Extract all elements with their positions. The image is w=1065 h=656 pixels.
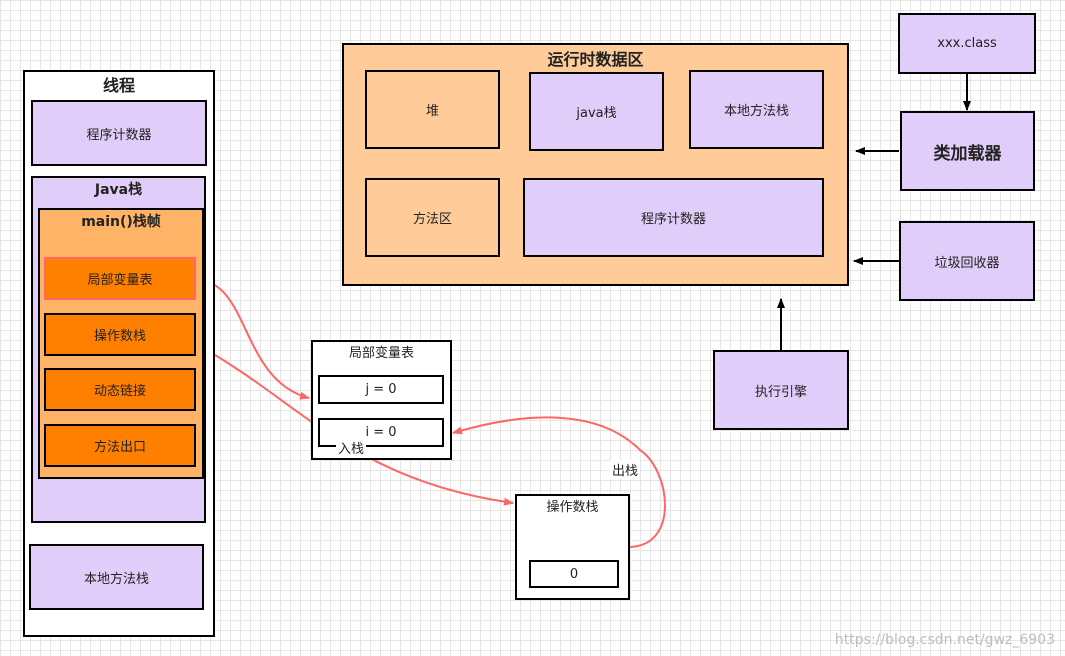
main-frame-title: main()栈帧 bbox=[81, 214, 161, 230]
frame-item-operand-stack: 操作数栈 bbox=[44, 313, 196, 356]
thread-native-stack: 本地方法栈 bbox=[29, 544, 204, 610]
curve-pop-to-table bbox=[452, 416, 666, 548]
class-file-box: xxx.class bbox=[898, 13, 1036, 74]
frame-item-local-vars: 局部变量表 bbox=[44, 257, 196, 300]
runtime-method-area: 方法区 bbox=[365, 178, 500, 257]
runtime-java-stack: java栈 bbox=[529, 72, 664, 151]
execution-engine-box: 执行引擎 bbox=[713, 350, 849, 430]
local-var-table-title: 局部变量表 bbox=[348, 346, 414, 361]
thread-title: 线程 bbox=[102, 76, 135, 95]
frame-item-dynamic-link: 动态链接 bbox=[44, 368, 196, 411]
frame-item-method-exit: 方法出口 bbox=[44, 424, 196, 467]
thread-program-counter: 程序计数器 bbox=[31, 100, 207, 166]
java-stack-title: Java栈 bbox=[94, 182, 143, 198]
watermark-text: https://blog.csdn.net/gwz_6903 bbox=[834, 632, 1055, 648]
operand-stack-title: 操作数栈 bbox=[546, 500, 599, 515]
runtime-native-stack: 本地方法栈 bbox=[689, 70, 824, 149]
local-var-row-j: j = 0 bbox=[318, 375, 444, 404]
runtime-area-title: 运行时数据区 bbox=[547, 50, 644, 69]
runtime-heap: 堆 bbox=[365, 70, 500, 149]
class-loader-box: 类加载器 bbox=[900, 111, 1035, 191]
push-label: 入栈 bbox=[336, 438, 367, 457]
runtime-program-counter: 程序计数器 bbox=[523, 178, 824, 257]
pop-label: 出栈 bbox=[610, 460, 641, 479]
operand-stack-value: 0 bbox=[529, 560, 619, 588]
gc-box: 垃圾回收器 bbox=[899, 221, 1035, 301]
